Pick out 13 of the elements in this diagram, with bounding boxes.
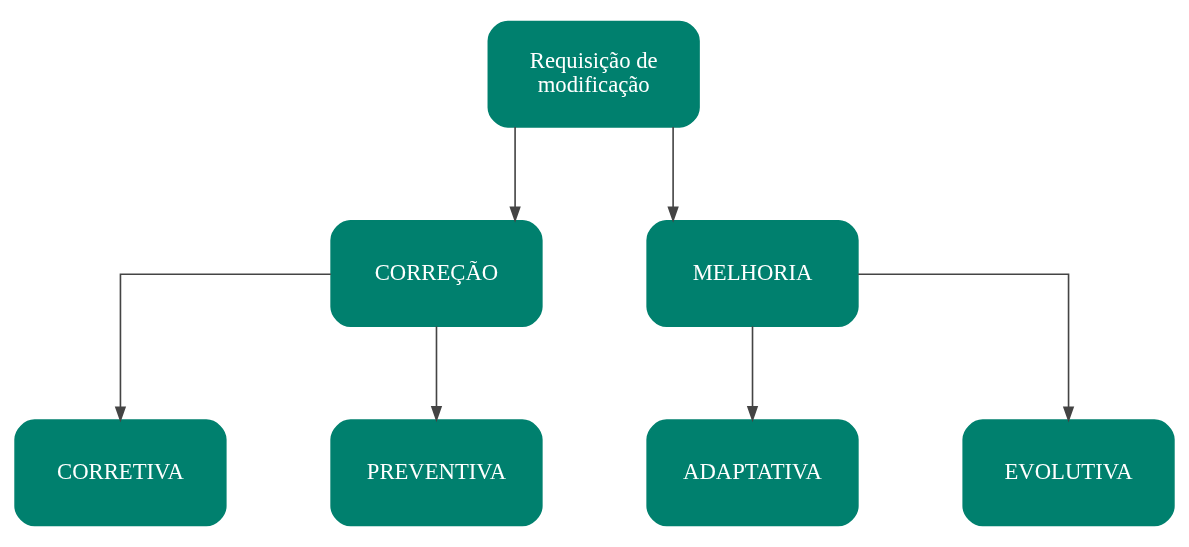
node-box: MELHORIA: [646, 220, 859, 327]
arrow: [430, 325, 443, 423]
node-box: Requisição de modificação: [487, 20, 700, 128]
node-box: PREVENTIVA: [330, 419, 543, 527]
node-box: ADAPTATIVA: [646, 419, 859, 527]
arrow: [857, 273, 1075, 423]
arrow: [509, 126, 521, 223]
node-box: CORREÇÃO: [330, 220, 543, 327]
node-box: CORRETIVA: [14, 419, 227, 527]
node-box: EVOLUTIVA: [962, 419, 1175, 527]
arrow: [114, 273, 332, 423]
arrow: [746, 325, 759, 423]
arrow: [667, 126, 679, 223]
